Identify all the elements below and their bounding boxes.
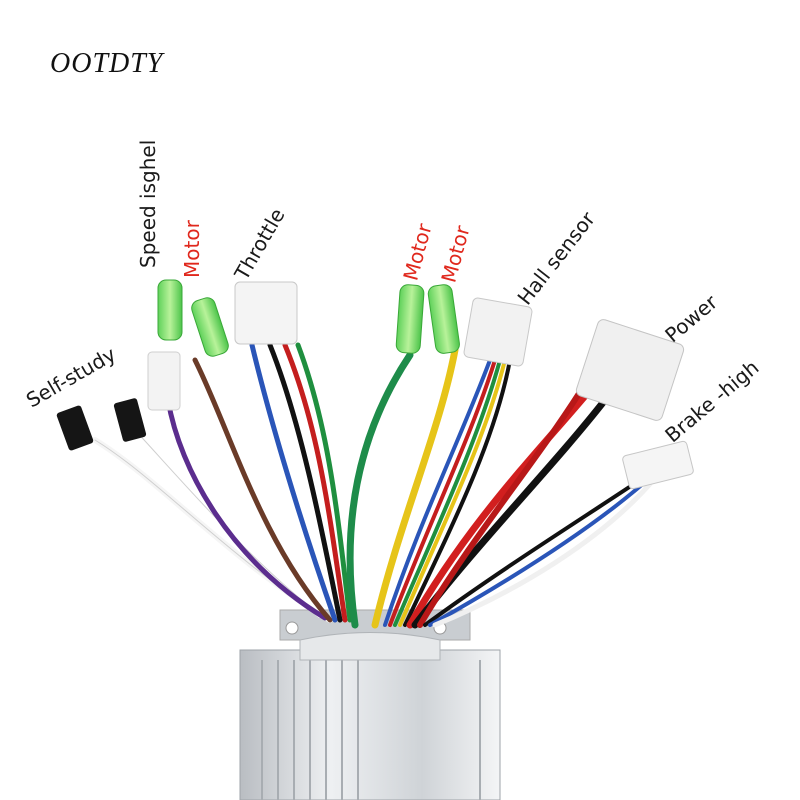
label-speed-signal: Speed isghel bbox=[136, 139, 160, 268]
brake-connector bbox=[622, 440, 694, 490]
label-motor-1: Motor bbox=[180, 220, 204, 278]
hall-sensor-connector bbox=[463, 297, 533, 367]
motor-connector-right bbox=[395, 284, 460, 354]
controller-housing bbox=[239, 609, 501, 800]
brand-watermark: OOTDTY bbox=[50, 48, 164, 79]
wire-bundle bbox=[92, 342, 653, 629]
power-connector bbox=[575, 319, 685, 421]
throttle-connector bbox=[234, 281, 298, 345]
speed-signal-connector bbox=[147, 351, 181, 411]
connectors bbox=[56, 279, 694, 490]
self-study-connector bbox=[56, 398, 147, 451]
motor-connector-left bbox=[157, 279, 229, 357]
